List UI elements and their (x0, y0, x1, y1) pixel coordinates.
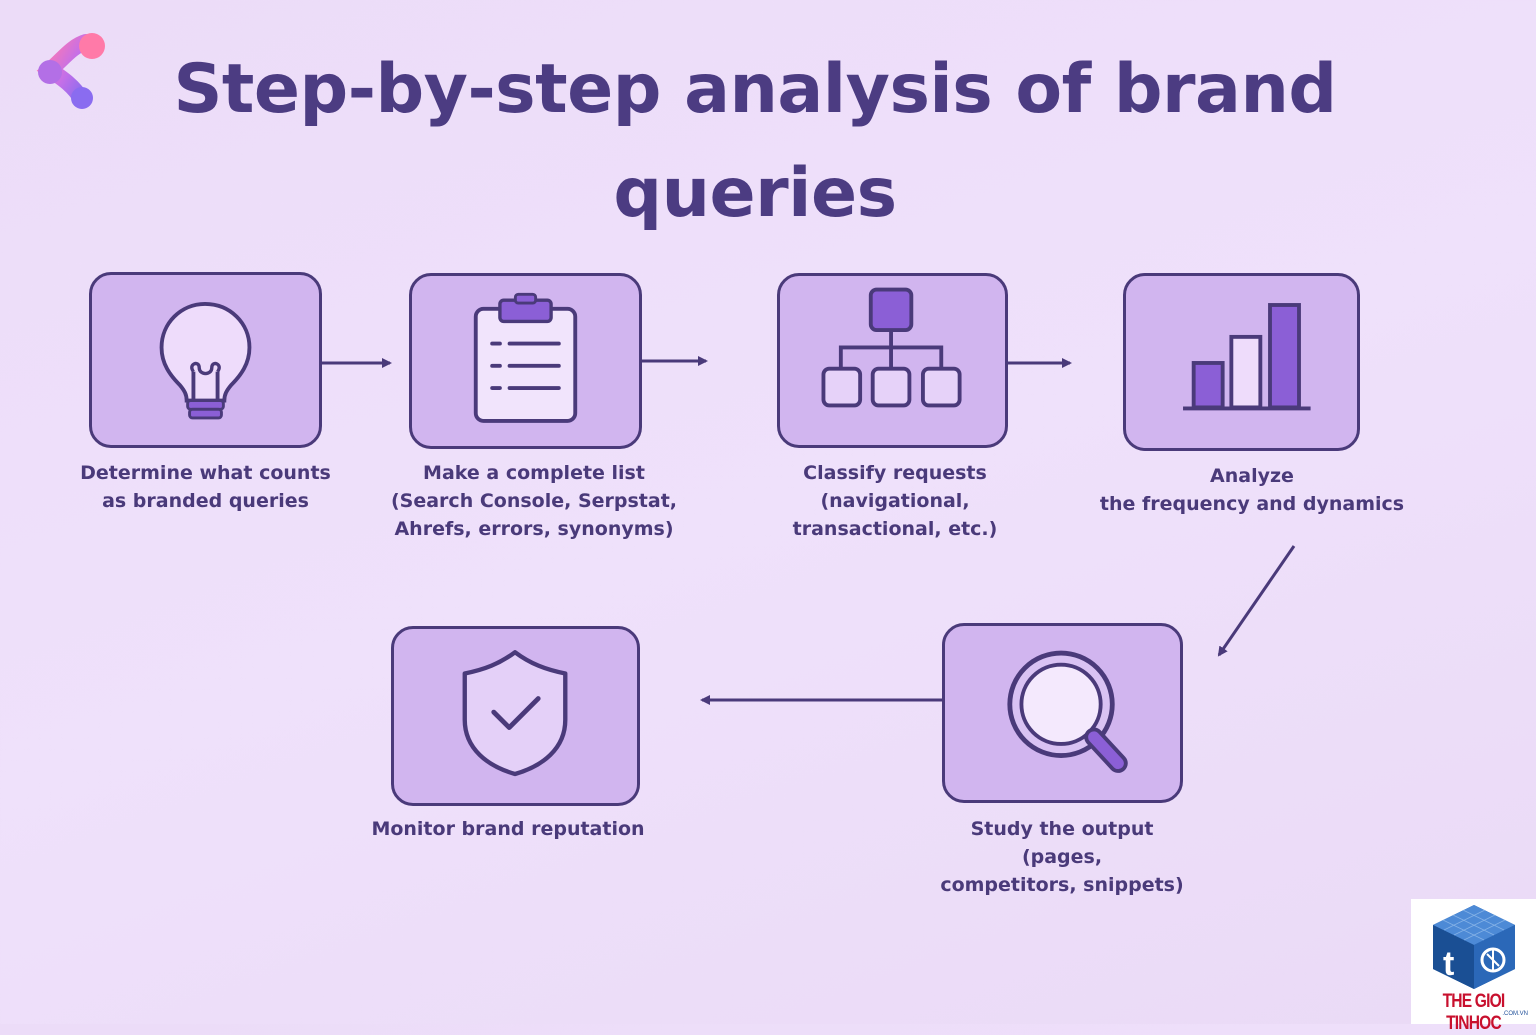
step-5-label: Study the output (pages, competitors, sn… (940, 818, 1184, 896)
watermark-badge: t THE GIOI TINHOC .COM.VN (1411, 899, 1536, 1034)
arrow-step4-step5 (1217, 545, 1296, 657)
cube-logo-icon: t (1433, 905, 1515, 989)
bar-chart-icon (1183, 303, 1311, 411)
clipboard-list-icon (473, 292, 578, 423)
step-1-label: Determine what counts as branded queries (80, 462, 331, 512)
magnifier-icon (1007, 650, 1128, 773)
step-3-box (777, 273, 1008, 448)
lightbulb-icon (159, 302, 252, 420)
page-title: Step-by-step analysis of brand queries (140, 38, 1370, 246)
step-4-label: Analyze the frequency and dynamics (1099, 465, 1405, 515)
title-line-2: queries (613, 154, 897, 233)
step-6-label: Monitor brand reputation (371, 818, 645, 840)
watermark-domain: .COM.VN (1502, 1011, 1528, 1017)
step-2-label: Make a complete list (Search Console, Se… (390, 462, 678, 540)
title-line-1: Step-by-step analysis of brand (173, 50, 1337, 129)
brand-logo-icon (36, 33, 105, 109)
hierarchy-icon (821, 287, 962, 408)
step-2-box (409, 273, 642, 449)
step-4-box (1123, 273, 1360, 451)
step-6-box (391, 626, 640, 806)
step-1-box (89, 272, 322, 448)
step-5-box (942, 623, 1183, 803)
shield-check-icon (462, 650, 568, 777)
step-3-label: Classify requests (navigational, transac… (792, 462, 998, 540)
svg-text:t: t (1443, 945, 1454, 983)
